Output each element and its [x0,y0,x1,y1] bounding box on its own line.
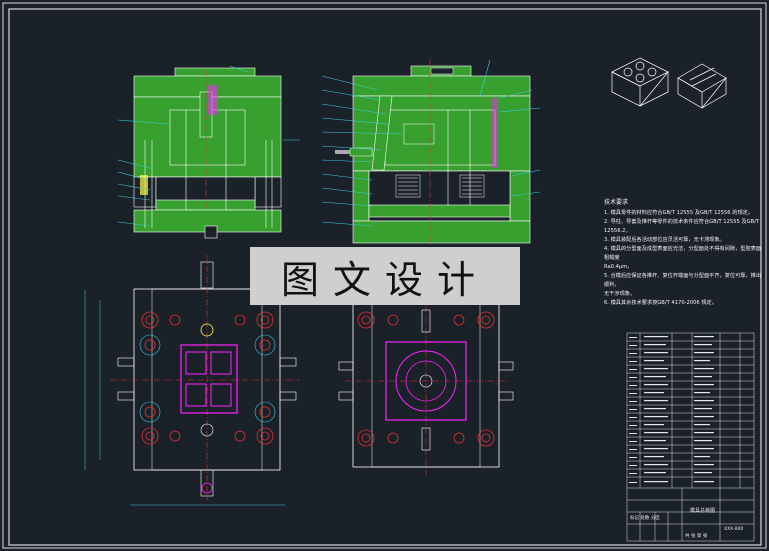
plan-view-fixed-half [338,295,514,475]
sheet-count: 共 张 第 张 [685,534,708,539]
watermark-banner: 图文设计 [250,247,520,305]
tech-note-line: Ra0.4μm。 [604,264,633,270]
tech-note-line: 无干涉现象。 [604,291,636,297]
drawing-title: 模具总装图 [690,508,716,514]
tech-note-line: 2. 导柱、导套及推杆等零件的技术条件应符合GB/T 12555 及GB/T 1… [604,219,760,234]
tech-note-line: 6. 模具其余技术要求按GB/T 4170-2006 规定。 [604,300,717,306]
revision-header: 标记 处数 分区 [630,516,660,521]
parts-list-entries [629,336,714,483]
technical-requirements: 技术要求 1. 模具零件的材料应符合GB/T 12555 及GB/T 12556… [604,198,764,308]
title-block: 模具总装图 XXX-000 标记 处数 分区 共 张 第 张 [627,333,754,541]
tech-note-line: 3. 模具装配后各活动部位应灵活可靠，无卡滞现象。 [604,237,725,243]
side-section-view [321,59,541,245]
iso-part-sketches [611,57,727,109]
tech-note-line: 5. 合模后应保证各推杆、复位杆端面与分型面平齐，复位可靠，推出顺利， [604,273,762,288]
plan-view-moving-half [84,255,300,506]
tech-note-line: 4. 模具的分型面及成型表面应光洁，分型面处不得有间隙，型腔表面粗糙度 [604,246,762,261]
parts-list-table [626,332,755,542]
front-section-view [117,65,300,239]
tech-note-line: 1. 模具零件的材料应符合GB/T 12555 及GB/T 12556 的规定。 [604,210,754,216]
drawing-number: XXX-000 [724,527,744,532]
drawing-frame [8,8,762,546]
tech-notes-title: 技术要求 [604,199,629,206]
